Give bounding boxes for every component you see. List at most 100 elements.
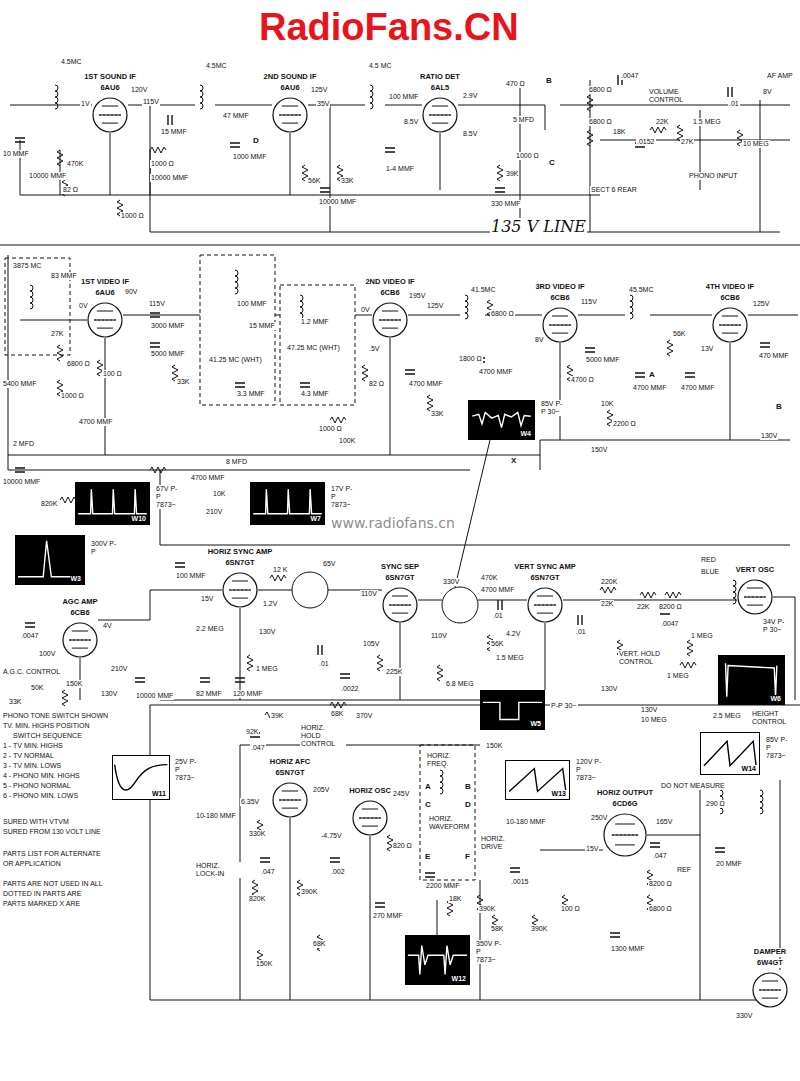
component-value: 1 MEG bbox=[690, 632, 714, 640]
tube-type: 6CB6 bbox=[549, 294, 570, 303]
component-value: 820K bbox=[248, 895, 266, 903]
capacitor-symbol bbox=[175, 563, 185, 567]
waveform-box: W4 bbox=[468, 400, 535, 440]
component-value: 15V bbox=[585, 845, 599, 853]
tube-envelope bbox=[737, 579, 773, 615]
component-value: 115V bbox=[142, 98, 160, 106]
waveform-amplitude: 67V P-P 7873~ bbox=[155, 485, 183, 509]
component-value: 470K bbox=[66, 160, 84, 168]
tube-outline bbox=[604, 814, 646, 856]
component-value: 6800 Ω bbox=[648, 905, 673, 913]
capacitor-symbol bbox=[168, 115, 172, 125]
component-value: 6800 Ω bbox=[588, 86, 613, 94]
tube-electrodes bbox=[279, 791, 301, 808]
waveform-amplitude: 34V P-P 30~ bbox=[762, 618, 790, 634]
test-point: A bbox=[648, 370, 656, 379]
waveform-box: W3 bbox=[15, 535, 85, 585]
resistor-symbol bbox=[247, 655, 253, 671]
component-value: 8 MFD bbox=[225, 458, 248, 466]
site-watermark: RadioFans.CN bbox=[258, 8, 520, 46]
component-value: 1.2V bbox=[262, 600, 278, 608]
waveform-box: W7 bbox=[250, 482, 325, 525]
resistor-symbol bbox=[680, 662, 696, 668]
component-value: 6 - PHONO MIN. LOWS bbox=[2, 792, 79, 800]
resistor-symbol bbox=[377, 655, 383, 671]
component-value: 130V bbox=[640, 706, 658, 714]
component-value: 56K bbox=[672, 330, 686, 338]
component-value: 2.2 MEG bbox=[195, 625, 225, 633]
capacitor-symbol bbox=[498, 600, 502, 610]
control-label: HORIZ. FREQ. bbox=[426, 752, 472, 768]
component-value: 250V bbox=[590, 814, 608, 822]
tube-envelope bbox=[372, 302, 408, 338]
resistor-symbol bbox=[330, 702, 346, 708]
tube-grid bbox=[534, 605, 556, 606]
capacitor-symbol bbox=[635, 373, 645, 377]
capacitor-symbol bbox=[230, 143, 240, 147]
triode-section bbox=[442, 587, 478, 623]
capacitor-symbol bbox=[320, 188, 330, 192]
test-point: B bbox=[464, 782, 472, 791]
waveform-line bbox=[704, 741, 756, 766]
component-value: 390K bbox=[530, 925, 548, 933]
waveform-box: W11 bbox=[112, 755, 170, 800]
component-value: 4.5 MC bbox=[368, 62, 393, 70]
component-value: 165V bbox=[655, 818, 673, 826]
component-value: 6800 Ω bbox=[66, 360, 91, 368]
tube-envelope bbox=[527, 587, 563, 623]
waveform-number: W11 bbox=[151, 790, 167, 798]
tube-grid bbox=[99, 115, 121, 116]
component-value: 1000 Ω bbox=[150, 160, 175, 168]
capacitor-symbol bbox=[760, 343, 770, 347]
tube-function: 1ST SOUND IF bbox=[83, 73, 137, 82]
component-value: 330V bbox=[735, 1012, 753, 1020]
component-value: 4.3 MMF bbox=[300, 390, 330, 398]
component-value: AF AMP bbox=[766, 72, 794, 80]
component-value: 1000 MMF bbox=[232, 153, 267, 161]
tube-grid bbox=[744, 597, 766, 598]
waveform-line bbox=[472, 412, 531, 427]
component-value: 205V bbox=[312, 786, 330, 794]
test-point: B bbox=[775, 402, 783, 411]
capacitor-symbol bbox=[235, 383, 245, 387]
resistor-symbol bbox=[57, 150, 63, 166]
component-value: 1V bbox=[80, 100, 91, 108]
vacuum-tube: 1ST SOUND IF6AU6 bbox=[92, 97, 128, 133]
component-value: 4700 MMF bbox=[478, 368, 513, 376]
component-value: 4.5MC bbox=[60, 58, 83, 66]
component-value: 39K bbox=[270, 712, 284, 720]
tube-function: VERT SYNC AMP bbox=[513, 563, 576, 572]
component-value: 270 MMF bbox=[372, 912, 404, 920]
component-value: 1 MEG bbox=[666, 672, 690, 680]
component-value: 8200 Ω bbox=[658, 603, 683, 611]
component-value: .047 bbox=[652, 852, 668, 860]
tube-envelope bbox=[272, 97, 308, 133]
component-value: 82 MMF bbox=[195, 690, 223, 698]
capacitor-symbol bbox=[200, 678, 210, 682]
component-value: BLUE bbox=[700, 568, 720, 576]
component-value: 2 MFD bbox=[12, 440, 35, 448]
supply-rail-label: 135 V LINE bbox=[490, 218, 587, 236]
tube-function: HORIZ OUTPUT bbox=[596, 789, 654, 798]
test-point: C bbox=[548, 158, 556, 167]
component-value: SWITCH SEQUENCE bbox=[12, 732, 83, 740]
component-value: 130V bbox=[258, 628, 276, 636]
tube-grid bbox=[279, 115, 301, 116]
resistor-symbol bbox=[437, 665, 443, 681]
tube-envelope bbox=[62, 622, 98, 658]
component-value: 100V bbox=[38, 650, 56, 658]
capacitor-symbol bbox=[728, 87, 732, 97]
tube-type: 6AL5 bbox=[430, 84, 450, 93]
coil-symbol bbox=[630, 295, 633, 319]
capacitor-symbol bbox=[25, 623, 35, 627]
component-value: 1-4 MMF bbox=[385, 165, 415, 173]
component-value: 4700 MMF bbox=[408, 380, 443, 388]
component-value: 1 - TV MIN. HIGHS bbox=[2, 742, 64, 750]
control-label: HORIZ. WAVEFORM bbox=[428, 815, 474, 831]
tube-type: 6CB6 bbox=[379, 289, 400, 298]
waveform-number: W13 bbox=[551, 790, 567, 798]
component-value: .002 bbox=[330, 868, 346, 876]
component-value: 18K bbox=[612, 128, 626, 136]
component-value: 4.5MC bbox=[205, 62, 228, 70]
